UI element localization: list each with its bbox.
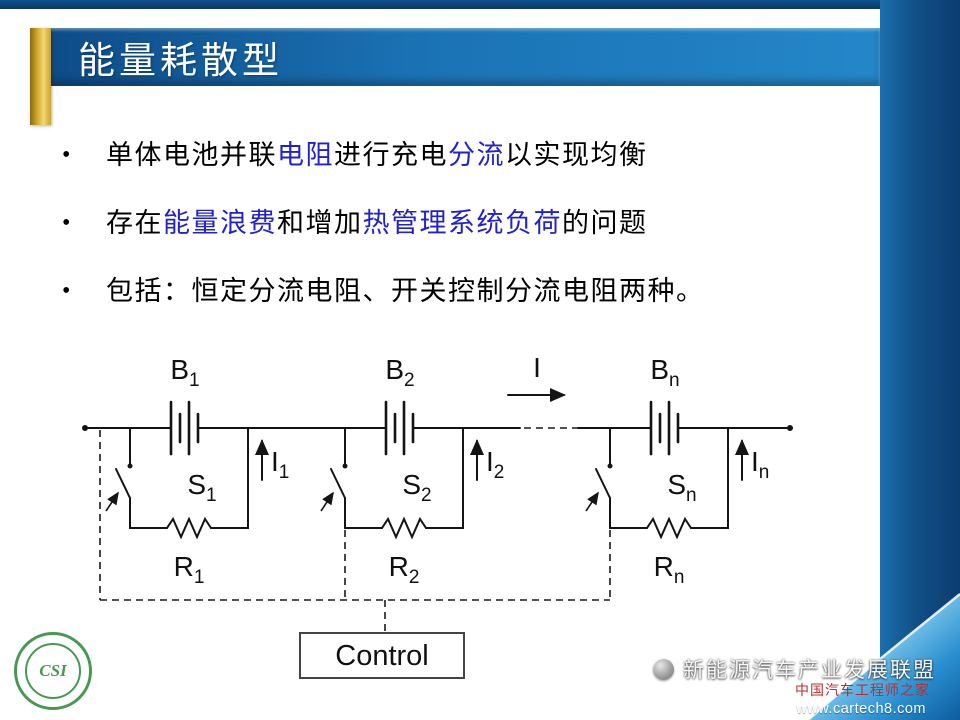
bullet-segment: 单体电池并联 [106, 140, 277, 170]
main-current: I [507, 352, 566, 402]
bullet-text: 存在能量浪费和增加热管理系统负荷的问题 [106, 206, 648, 240]
site-url-watermark: www.cartech8.com [796, 701, 926, 717]
resistor-symbol [646, 516, 692, 540]
switch-label: S1 [187, 469, 216, 506]
switch-blade [595, 468, 611, 499]
bullet-segment-highlight: 能量浪费 [163, 208, 277, 238]
switch-label: S2 [402, 469, 431, 506]
bullet-segment: 以实现均衡 [505, 140, 648, 170]
bullet-segment: 和增加 [277, 208, 363, 238]
switch-blade [115, 468, 131, 499]
bullet-item: • 包括：恒定分流电阻、开关控制分流电阻两种。 [62, 274, 862, 308]
site-name-watermark: 中国汽车工程师之家 [795, 682, 930, 698]
battery-label: B1 [170, 354, 199, 391]
control-label: Control [335, 640, 429, 672]
main-current-label: I [533, 352, 541, 383]
bullet-segment-highlight: 电阻 [277, 140, 334, 170]
battery-cell-1: B1 S1 R1 I1 [105, 354, 289, 588]
control-unit: Control [99, 430, 611, 679]
resistor-symbol [166, 516, 212, 540]
right-border-band [880, 0, 960, 720]
csi-emblem-logo: CSI [14, 632, 92, 710]
switch-actuation-arrow [585, 491, 599, 512]
battery-label: Bn [650, 354, 679, 391]
bullet-segment-highlight: 热管理系统负荷 [362, 208, 562, 238]
bullet-text: 包括：恒定分流电阻、开关控制分流电阻两种。 [106, 274, 705, 308]
page-curl-decoration [808, 593, 960, 720]
bullet-segment: 的问题 [562, 208, 648, 238]
resistor-symbol [381, 516, 427, 540]
main-bus-wire [82, 425, 793, 431]
switch-actuation-arrow [105, 491, 119, 512]
bullet-marker: • [62, 142, 72, 168]
battery-label: B2 [385, 354, 414, 391]
bullet-item: • 存在能量浪费和增加热管理系统负荷的问题 [62, 206, 862, 240]
csi-emblem-text: CSI [39, 661, 67, 680]
alliance-watermark-text: 新能源汽车产业发展联盟 [683, 658, 936, 682]
top-border [0, 0, 960, 9]
bullet-segment: 进行充电 [334, 140, 448, 170]
alliance-watermark: 新能源汽车产业发展联盟 [653, 654, 936, 684]
branch-current-label: I2 [486, 446, 504, 483]
resistor-label: R2 [389, 551, 420, 588]
resistor-label: R1 [174, 551, 205, 588]
bullet-item: • 单体电池并联电阻进行充电分流以实现均衡 [62, 138, 862, 172]
bullet-marker: • [62, 210, 72, 236]
balancing-circuit-diagram: B1 S1 R1 I1 B2 S2 R2 I2 I [82, 352, 793, 679]
battery-cell-n: Bn Sn Rn In [585, 354, 769, 588]
title-bar: 能量耗散型 [34, 28, 880, 86]
switch-blade [330, 468, 346, 499]
title-accent-stripe [30, 28, 51, 125]
control-box [299, 632, 465, 679]
resistor-label: Rn [654, 551, 685, 588]
battery-cell-2: B2 S2 R2 I2 [320, 354, 504, 588]
bullet-segment: 存在 [106, 208, 163, 238]
page-title: 能量耗散型 [78, 41, 283, 82]
bullet-segment-highlight: 分流 [448, 140, 505, 170]
switch-actuation-arrow [320, 491, 334, 512]
alliance-logo-icon [653, 658, 674, 680]
branch-current-label: I1 [271, 446, 289, 483]
switch-label: Sn [667, 469, 696, 506]
csi-emblem-inner-ring: CSI [25, 643, 81, 699]
bullet-marker: • [62, 278, 72, 304]
bullet-list: • 单体电池并联电阻进行充电分流以实现均衡 • 存在能量浪费和增加热管理系统负荷… [62, 138, 862, 342]
bullet-text: 单体电池并联电阻进行充电分流以实现均衡 [106, 138, 648, 172]
branch-current-label: In [751, 446, 769, 483]
bullet-segment: 包括：恒定分流电阻、开关控制分流电阻两种。 [106, 276, 705, 306]
